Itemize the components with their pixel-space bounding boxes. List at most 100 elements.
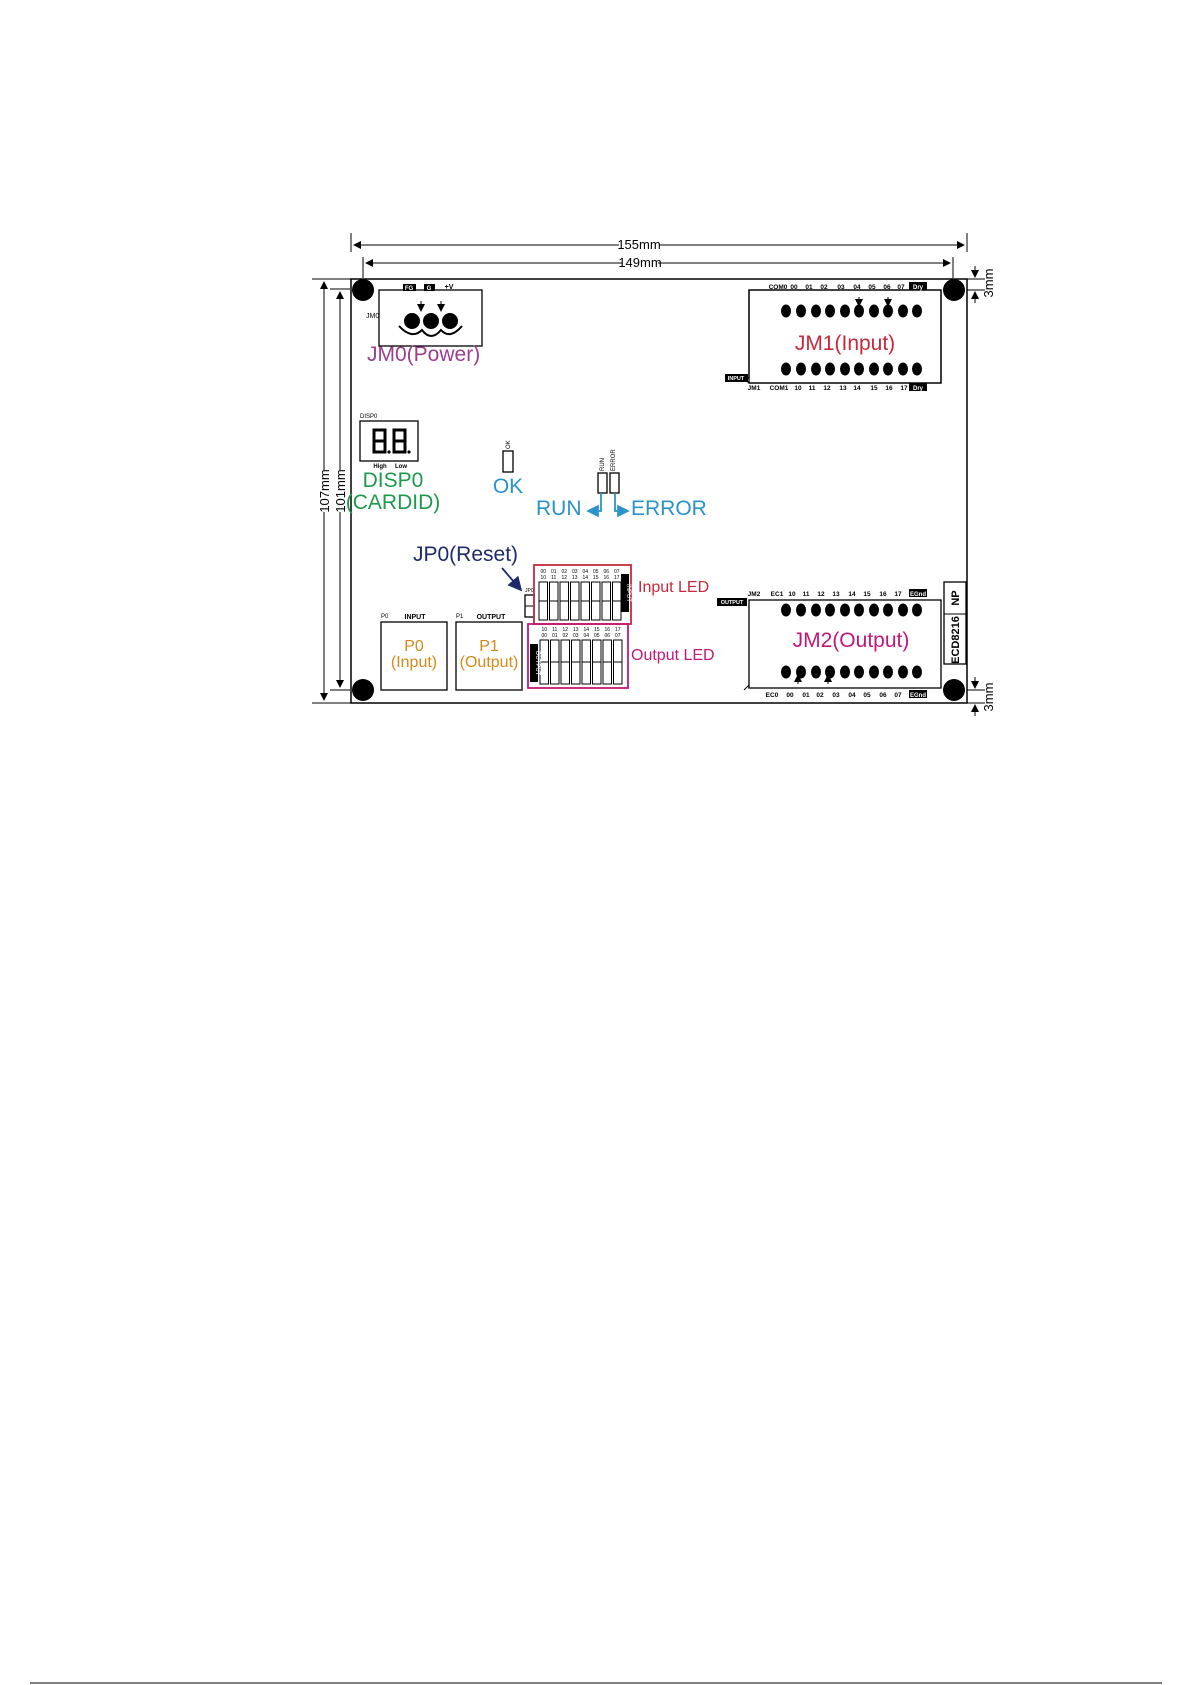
- disp0-high: High: [373, 464, 387, 470]
- ok-label: OK: [493, 475, 523, 498]
- p0-id: P0: [381, 614, 389, 620]
- ok-pin-label: OK: [506, 440, 512, 449]
- p0-port: P0 INPUT P0 (Input): [380, 614, 448, 691]
- output-led-bottom-number: 05: [594, 633, 600, 639]
- input-led-side-tag: INPUT: [625, 584, 631, 602]
- jm1-bottom-pin-label: Dry: [913, 386, 924, 392]
- jm1-top-terminal-dot: [912, 304, 922, 318]
- input-led-bottom-number: 10: [540, 575, 546, 581]
- jm1-bottom-terminal-dot: [840, 362, 850, 376]
- model-name: ECD8216: [950, 616, 962, 664]
- input-led-top-number: 01: [551, 569, 557, 575]
- disp0-display: DISP0 High Low: [359, 414, 419, 470]
- p1-header: OUTPUT: [477, 614, 507, 621]
- jm1-bottom-pin-label: COM1: [770, 385, 789, 392]
- jm2-bottom-pin-label: 04: [848, 692, 856, 699]
- jm1-bottom-terminal-dot: [796, 362, 806, 376]
- jm2-bottom-pin-label: 03: [832, 692, 840, 699]
- input-led-top-number: 07: [614, 569, 620, 575]
- input-led-bottom-number: 14: [582, 575, 588, 581]
- jm1-top-terminal-dot: [898, 304, 908, 318]
- jm1-bottom-terminal-dot: [869, 362, 879, 376]
- seven-segment-low: [392, 428, 407, 454]
- model-badge: ECD8216 NP: [943, 581, 967, 665]
- jm2-bottom-pin-label: 01: [802, 692, 810, 699]
- jm1-top-pin-label: COM0: [769, 284, 788, 291]
- jm2-top-terminal-dot: [811, 603, 821, 617]
- jm2-top-terminal-dot: [825, 603, 835, 617]
- jm2-top-pin-label: 14: [848, 591, 856, 598]
- output-led-bottom-number: 02: [562, 633, 568, 639]
- error-pin-label: ERROR: [611, 449, 617, 471]
- jm2-bottom-terminal-dot: [869, 665, 879, 679]
- jm1-bottom-terminal-dot: [781, 362, 791, 376]
- dim-149mm: 149mm: [618, 255, 661, 270]
- ok-led: OK: [502, 440, 514, 473]
- output-led-bottom-number: 07: [615, 633, 621, 639]
- output-led-bottom-number: 06: [604, 633, 610, 639]
- jm1-top-pin-label: 04: [853, 284, 861, 291]
- jm1-bottom-terminal-dot: [825, 362, 835, 376]
- output-led-top-number: 16: [604, 627, 610, 633]
- jm2-bottom-tag-box: [909, 690, 927, 698]
- output-led-bottom-number: 03: [573, 633, 579, 639]
- disp0-id: DISP0: [360, 414, 378, 420]
- jm0-id: JM0: [366, 313, 379, 320]
- dim-155mm: 155mm: [617, 237, 660, 252]
- jm1-bottom-terminal-dot: [811, 362, 821, 376]
- jm2-top-terminal-dot: [912, 603, 922, 617]
- output-led-top-number: 15: [594, 627, 600, 633]
- input-led-bottom-number: 13: [572, 575, 578, 581]
- input-led-top-number: 02: [561, 569, 567, 575]
- dimension-outer-height: 107mm: [312, 278, 340, 704]
- jm1-bottom-terminal-dot: [883, 362, 893, 376]
- jp0-pin-label: JP0: [525, 588, 534, 594]
- jm0-pin-fg: FG: [405, 286, 414, 292]
- jm2-bottom-terminal-dot: [840, 665, 850, 679]
- dim-3mm-bottom: 3mm: [981, 683, 996, 712]
- output-led-side-tag: OUTPUT: [534, 651, 540, 676]
- jm2-top-terminal-dot: [796, 603, 806, 617]
- jm2-bottom-pin-label: 06: [879, 692, 887, 699]
- jm1-bottom-pin-label: 11: [809, 385, 816, 392]
- output-led-bottom-number: 00: [541, 633, 547, 639]
- input-led-bottom-number: 16: [603, 575, 609, 581]
- jm2-top-pin-label: 13: [832, 591, 840, 598]
- jm2-bottom-pin-label: 07: [894, 692, 902, 699]
- seven-segment-high: [372, 428, 387, 454]
- jm1-top-terminal-dot: [840, 304, 850, 318]
- disp0-low: Low: [395, 464, 407, 470]
- jm2-top-terminal-dot: [781, 603, 791, 617]
- jm1-top-terminal-dot: [796, 304, 806, 318]
- dim-101mm: 101mm: [333, 469, 348, 512]
- jm1-top-pin-label: 01: [805, 284, 813, 291]
- input-led-top-number: 00: [540, 569, 546, 575]
- jm2-top-pin-label: EC1: [771, 591, 784, 598]
- jm0-pin-g: G: [427, 286, 432, 292]
- jm1-bottom-pin-label: 10: [794, 385, 802, 392]
- jm1-bottom-tag-box: [909, 383, 927, 391]
- output-led-top-number: 14: [583, 627, 589, 633]
- input-led-bottom-number: 11: [551, 575, 556, 581]
- jm2-top-pin-label: 11: [803, 591, 810, 598]
- jm2-top-tag-box: [909, 589, 927, 597]
- jm2-bottom-terminal-dot: [825, 665, 835, 679]
- input-led-top-number: 03: [572, 569, 578, 575]
- jm2-top-terminal-dot: [898, 603, 908, 617]
- jm1-bottom-terminal-dot: [854, 362, 864, 376]
- jm2-top-pin-label: 10: [788, 591, 796, 598]
- input-led-top-number: 06: [603, 569, 609, 575]
- jm1-bottom-pin-label: 17: [900, 385, 908, 392]
- p0-label-line1: P0: [404, 638, 424, 655]
- jm2-bottom-pin-label: 00: [786, 692, 794, 699]
- jm2-bottom-pin-label: EC0: [766, 692, 779, 699]
- output-led-bottom-number: 01: [552, 633, 558, 639]
- jm2-tag: OUTPUT: [721, 600, 744, 606]
- jm1-bottom-pin-label: 15: [870, 385, 878, 392]
- p1-label-line2: (Output): [460, 654, 519, 671]
- jm2-bottom-pin-label: 02: [816, 692, 824, 699]
- dimension-top-margin: 3mm: [955, 266, 996, 303]
